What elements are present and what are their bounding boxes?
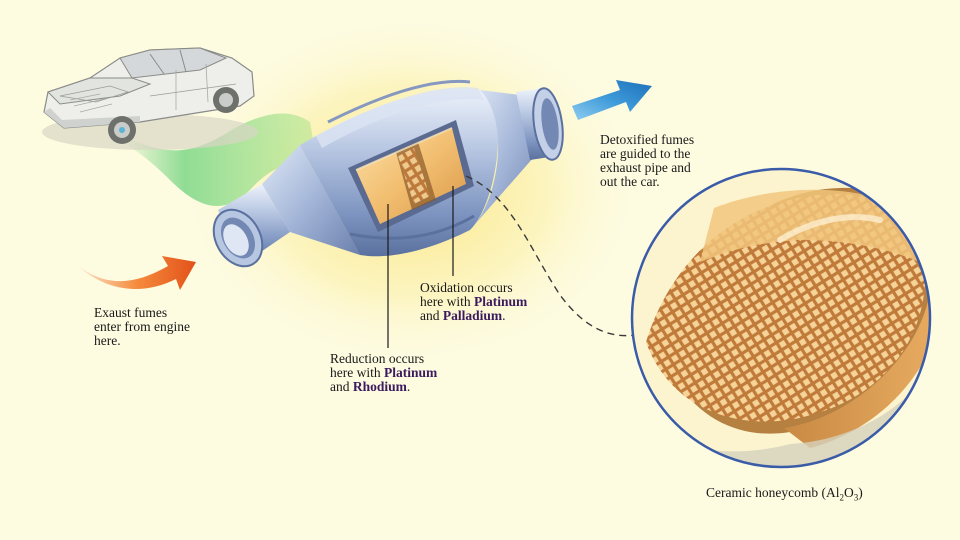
reduction-metal-platinum: Platinum [383, 365, 438, 380]
oxidation-line-3-text: and [420, 308, 443, 323]
oxidation-line-3: and Palladium. [420, 309, 527, 323]
ceramic-caption-text: Ceramic honeycomb (Al [706, 485, 840, 500]
detox-label-line-4: out the car. [600, 174, 660, 189]
detox-label-line-3: exhaust pipe and [600, 160, 691, 175]
reduction-line-1: Reduction occurs [330, 351, 425, 366]
oxidation-line-2: here with Platinum [420, 295, 527, 309]
input-arrow [78, 256, 196, 290]
reduction-line-3-period: . [406, 379, 411, 394]
detox-label-line-1: Detoxified fumes [600, 132, 695, 147]
oxidation-metal-palladium: Palladium [442, 308, 503, 323]
oxidation-label: Oxidation occurs here with Platinum and … [420, 281, 527, 323]
reduction-line-3-text: and [330, 379, 353, 394]
reduction-metal-rhodium: Rhodium [352, 379, 407, 394]
green-fumes [128, 113, 318, 207]
exhaust-intake-label: Exaust fumes enter from engine here. [94, 306, 190, 348]
reduction-line-2-text: here with [330, 365, 384, 380]
exhaust-label-line-2: enter from engine [94, 319, 190, 334]
catalytic-converter [212, 79, 564, 268]
zoom-connector [465, 175, 643, 337]
ceramic-caption-close: ) [858, 485, 863, 500]
reduction-line-3: and Rhodium. [330, 380, 437, 394]
oxidation-line-2-text: here with [420, 294, 474, 309]
detox-label-line-2: are guided to the [600, 146, 691, 161]
reduction-label: Reduction occurs here with Platinum and … [330, 352, 437, 394]
oxidation-line-3-period: . [502, 308, 506, 323]
detoxified-output-label: Detoxified fumes are guided to the exhau… [600, 133, 694, 189]
output-arrow [572, 80, 652, 120]
ceramic-caption-subscript-3: 3 [853, 492, 859, 503]
reduction-line-2: here with Platinum [330, 366, 437, 380]
oxidation-line-1: Oxidation occurs [420, 280, 513, 295]
ceramic-zoom [630, 167, 932, 469]
ceramic-caption-subscript-2: 2 [839, 492, 844, 503]
ceramic-honeycomb-caption: Ceramic honeycomb (Al2O3) [706, 485, 863, 503]
car-illustration [42, 47, 258, 150]
exhaust-label-line-3: here. [94, 333, 121, 348]
oxidation-metal-platinum: Platinum [473, 294, 528, 309]
exhaust-label-line-1: Exaust fumes [94, 305, 168, 320]
ceramic-caption-oxygen: O [843, 485, 854, 500]
